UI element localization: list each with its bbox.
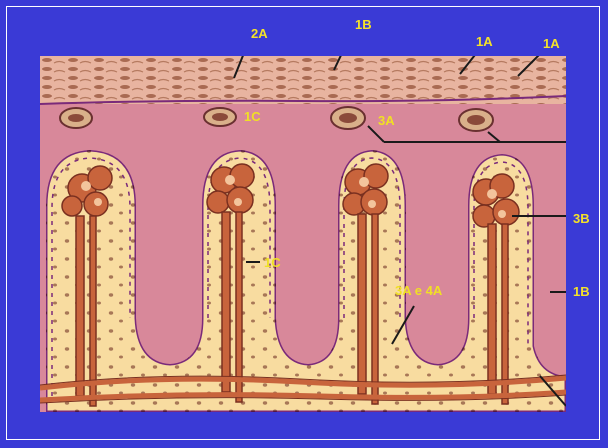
label-2a: 2A — [251, 27, 268, 41]
label-3a-vessel: 3A — [378, 114, 395, 128]
label-1a-second: 1A — [543, 37, 560, 51]
label-1b-side: 1B — [573, 285, 590, 299]
histology-diagram — [40, 56, 566, 412]
label-1a-first: 1A — [476, 35, 493, 49]
label-1c-vessel: 1C — [244, 110, 261, 124]
label-3a-e-4a: 3A e 4A — [395, 284, 442, 298]
label-1c-villus: 1C — [264, 256, 281, 270]
label-1b-top: 1B — [355, 18, 372, 32]
diagram-svg — [40, 56, 566, 412]
label-3b: 3B — [573, 212, 590, 226]
